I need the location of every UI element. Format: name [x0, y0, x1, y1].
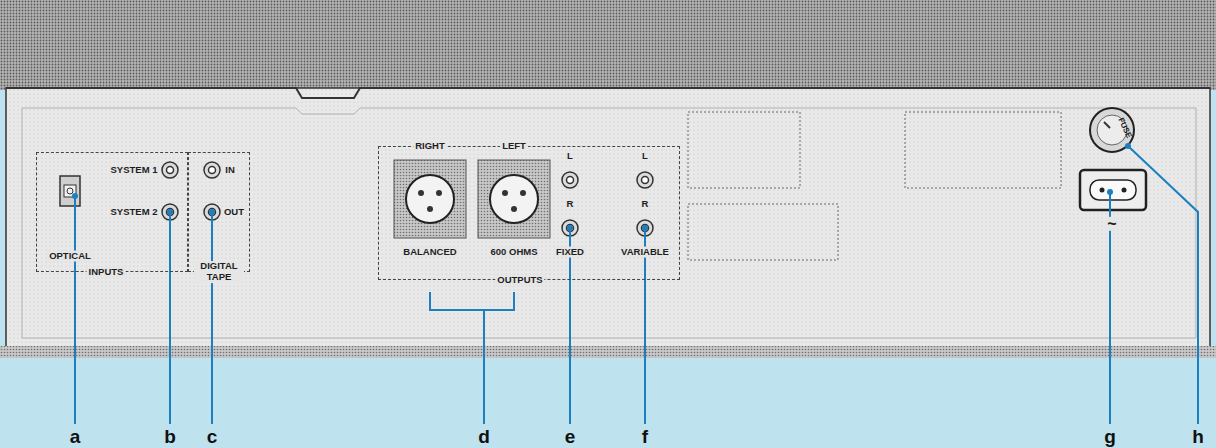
panel-label: INPUTS — [87, 267, 126, 278]
panel-label: SYSTEM 2 — [111, 207, 158, 218]
leader-dots — [72, 143, 1131, 231]
mains-inlet — [1080, 170, 1146, 210]
panel-label: 600 OHMS — [489, 247, 540, 258]
output-group: RIGHTLEFTBALANCED600 OHMSLRFIXEDLRVARIAB… — [378, 146, 680, 280]
panel-label: R — [567, 199, 574, 210]
callout-letter: f — [642, 426, 648, 448]
panel-label: IN — [225, 165, 235, 176]
panel-label: LEFT — [500, 141, 528, 152]
base-shadow — [0, 346, 1216, 358]
panel-label: R — [642, 199, 649, 210]
panel-label: SYSTEM 1 — [111, 165, 158, 176]
callout-letter: g — [1104, 426, 1116, 448]
callout-letter: a — [70, 426, 81, 448]
callout-letter: b — [164, 426, 176, 448]
input-group: OPTICALSYSTEM 1SYSTEM 2INPUTS — [36, 152, 188, 272]
panel-label: L — [567, 151, 573, 162]
ac-symbol: ~ — [1105, 217, 1118, 231]
leader-lines — [75, 146, 1198, 424]
panel-label: BALANCED — [401, 247, 458, 258]
panel-label: OPTICAL — [47, 251, 93, 262]
digital-tape-group: INOUTDIGITAL TAPE — [188, 152, 250, 272]
panel-label: RIGHT — [413, 141, 447, 152]
panel-label: DIGITAL TAPE — [194, 261, 244, 283]
blank-plates — [688, 112, 1061, 260]
panel-label: FIXED — [554, 247, 586, 258]
panel-label: L — [642, 151, 648, 162]
callout-letter: d — [478, 426, 490, 448]
callout-letter: h — [1192, 426, 1204, 448]
rear-face — [6, 88, 1210, 348]
xlr-connectors — [394, 160, 550, 238]
panel-label: OUTPUTS — [495, 275, 544, 286]
top-face — [0, 0, 1216, 90]
panel-label: VARIABLE — [619, 247, 671, 258]
callout-letter: e — [565, 426, 576, 448]
panel-label: OUT — [224, 207, 244, 218]
fuse-holder — [1090, 108, 1134, 152]
optical-connector — [60, 176, 80, 206]
callout-letter: c — [207, 426, 218, 448]
